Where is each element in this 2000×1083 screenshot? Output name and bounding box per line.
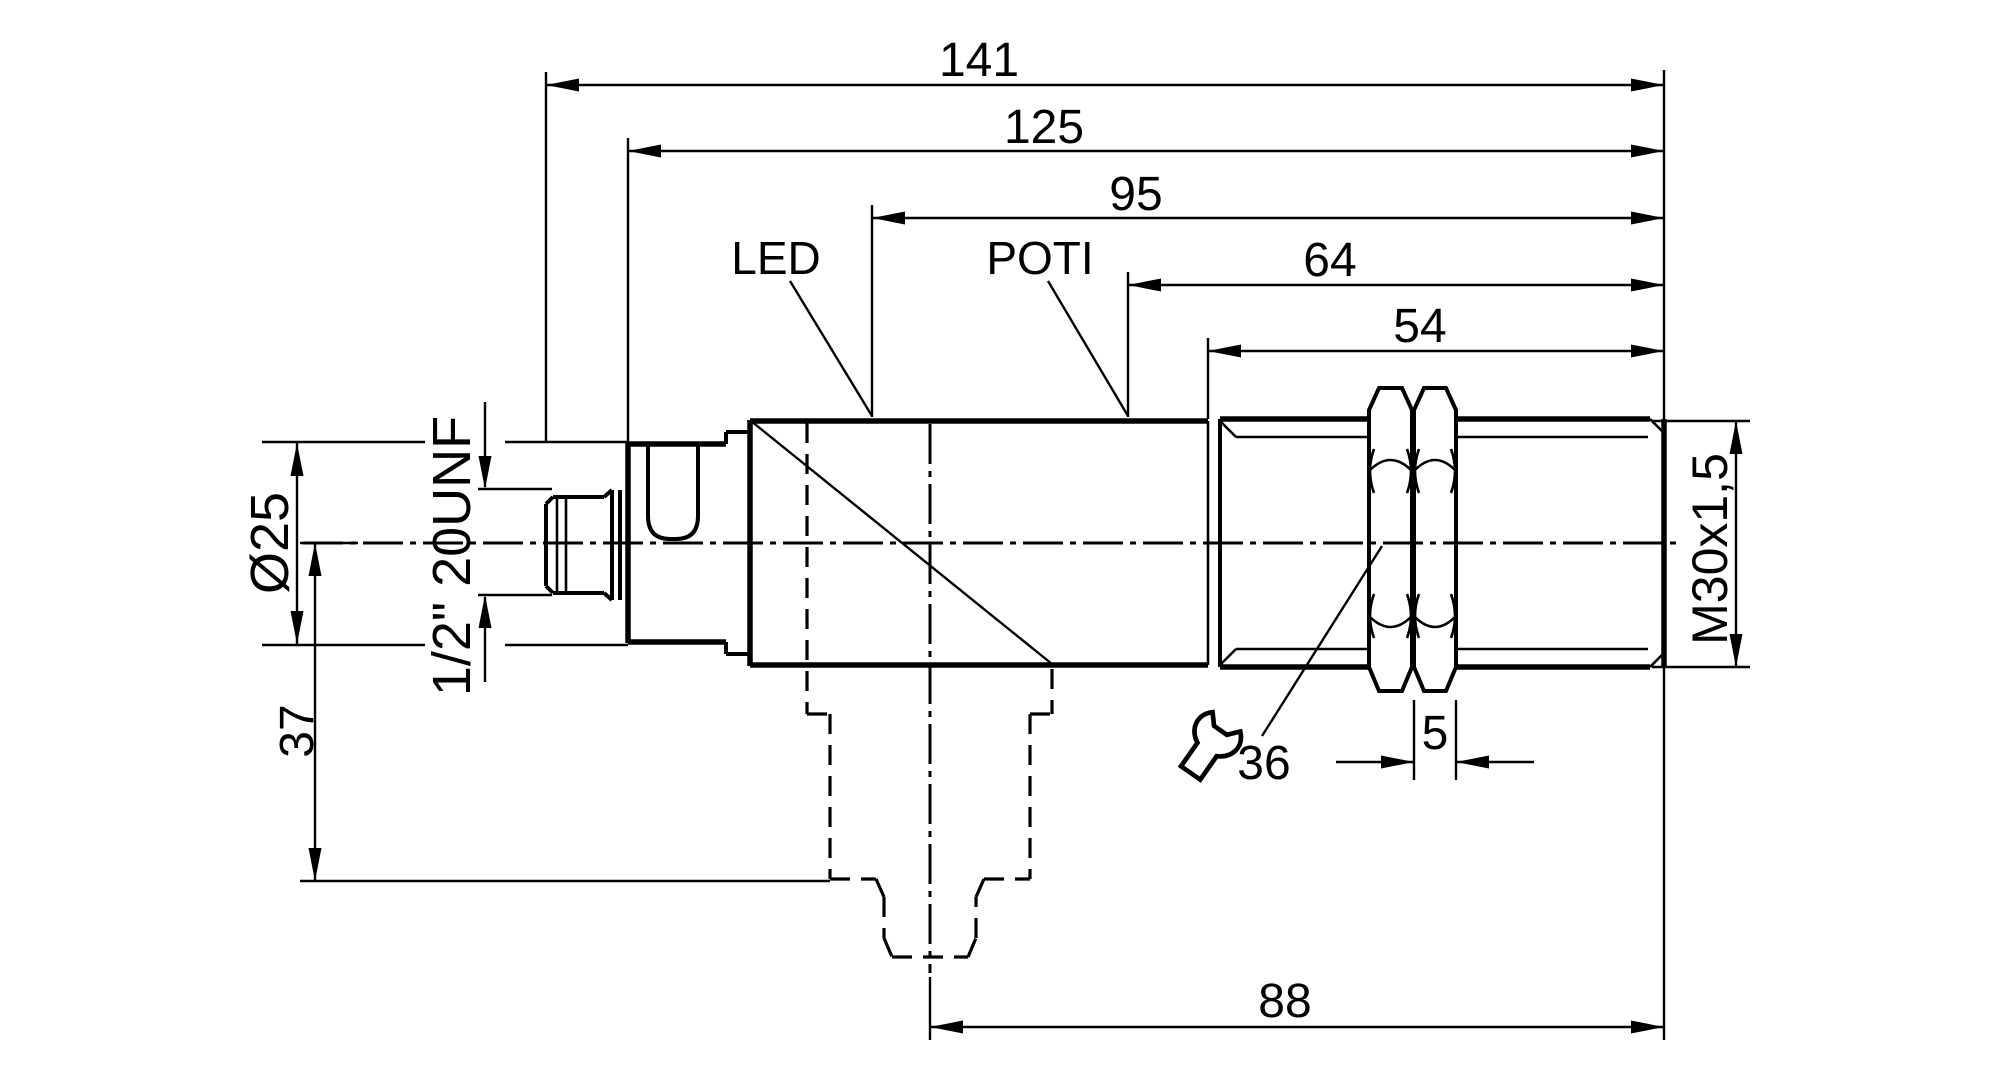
dim-88-label: 88: [1258, 975, 1311, 1028]
poti-label: POTI: [986, 232, 1093, 284]
barrel: [747, 418, 1208, 714]
dim-64-label: 64: [1303, 234, 1356, 287]
mounting-bracket-hidden: [807, 669, 1054, 959]
housing-window-detail: [646, 445, 700, 541]
dimension-lines: [295, 83, 1738, 1029]
led-label: LED: [731, 232, 820, 284]
dim-36-label: 36: [1237, 737, 1290, 790]
rear-connector: [544, 488, 622, 602]
thread-groove: [1206, 419, 1237, 667]
dim-95-label: 95: [1109, 168, 1162, 221]
bracket-connector-tip: [874, 878, 986, 959]
centerlines: [303, 424, 1680, 973]
poti-leader-line: [1046, 280, 1130, 417]
dim-141-label: 141: [939, 34, 1019, 87]
wrench-icon: [1177, 709, 1244, 783]
dim-dia25-label: Ø25: [240, 492, 300, 594]
sensor-body: [544, 386, 1667, 714]
dim-125-label: 125: [1004, 101, 1084, 154]
dim-37-label: 37: [271, 704, 324, 757]
dim-5-label: 5: [1422, 707, 1449, 760]
housing: [625, 430, 750, 656]
dimension-texts: 141 125 95 64 54 88 5 36 LED POTI Ø25 1/…: [240, 34, 1738, 1028]
dim-54-label: 54: [1393, 300, 1446, 353]
wrench-leader-line: [1260, 545, 1384, 737]
arrowheads: [290, 78, 1743, 1034]
dim-m30-label: M30x1,5: [1682, 453, 1738, 645]
dim-unf-label: 1/2" 20UNF: [422, 416, 482, 696]
barrel-diagonal-line: [750, 420, 1053, 665]
led-leader-line: [788, 280, 874, 417]
extension-lines: [262, 70, 1750, 1040]
hex-nut: [1367, 386, 1458, 693]
